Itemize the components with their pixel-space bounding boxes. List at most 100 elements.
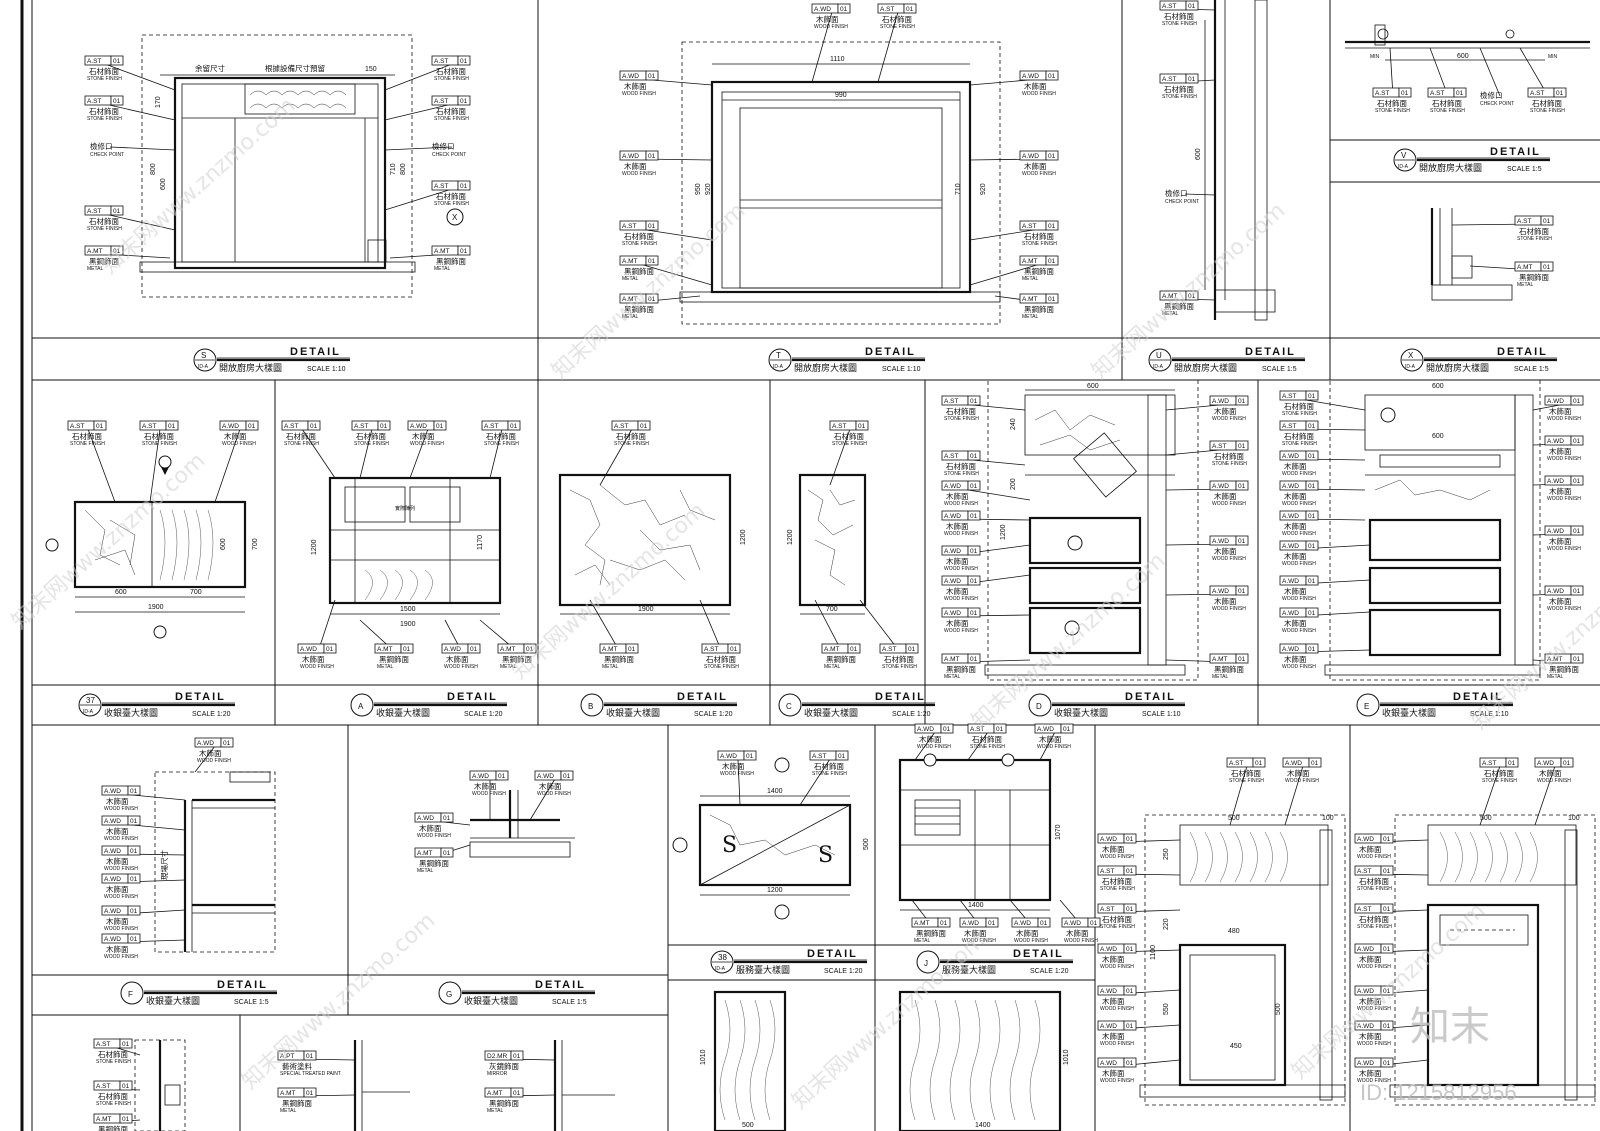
svg-text:A.MT: A.MT xyxy=(622,296,638,303)
svg-text:500: 500 xyxy=(863,838,870,850)
svg-text:01: 01 xyxy=(1573,478,1581,485)
svg-text:A.WD: A.WD xyxy=(1014,920,1031,927)
svg-text:01: 01 xyxy=(970,513,978,520)
svg-text:710: 710 xyxy=(955,183,962,195)
svg-text:01: 01 xyxy=(130,848,138,855)
svg-text:01: 01 xyxy=(1573,588,1581,595)
svg-text:石材飾面: 石材飾面 xyxy=(1519,226,1549,236)
svg-text:1400: 1400 xyxy=(767,788,783,795)
svg-text:STONE FINISH: STONE FINISH xyxy=(1482,778,1517,784)
svg-text:920: 920 xyxy=(980,183,987,195)
svg-text:石材飾面: 石材飾面 xyxy=(1102,876,1132,886)
brand-logo: 知末 xyxy=(1410,1004,1490,1050)
svg-text:STONE FINISH: STONE FINISH xyxy=(1212,461,1247,467)
drawing-id: ID: 1215812956 xyxy=(1360,1080,1517,1105)
svg-text:A.MT: A.MT xyxy=(87,248,103,255)
svg-text:A.WD: A.WD xyxy=(1100,1023,1117,1030)
panel-detail-f: 現場尺寸 xyxy=(154,771,276,953)
svg-text:01: 01 xyxy=(1238,538,1246,545)
svg-text:SCALE 1:20: SCALE 1:20 xyxy=(892,711,931,718)
svg-text:WOOD FINISH: WOOD FINISH xyxy=(537,791,571,797)
svg-text:990: 990 xyxy=(835,92,847,99)
svg-text:石材飾面: 石材飾面 xyxy=(1024,231,1054,241)
svg-text:木飾面: 木飾面 xyxy=(419,823,442,833)
svg-text:木飾面: 木飾面 xyxy=(816,14,839,24)
svg-text:A.WD: A.WD xyxy=(197,740,214,747)
svg-text:收銀臺大樣圖: 收銀臺大樣圖 xyxy=(104,707,158,719)
svg-text:150: 150 xyxy=(365,66,377,73)
svg-text:01: 01 xyxy=(113,248,121,255)
svg-text:METAL: METAL xyxy=(824,664,841,670)
svg-text:木飾面: 木飾面 xyxy=(1102,1031,1125,1041)
svg-text:DETAIL: DETAIL xyxy=(535,979,586,991)
svg-text:A.ST: A.ST xyxy=(96,1083,110,1090)
svg-text:01: 01 xyxy=(1048,153,1056,160)
svg-text:WOOD FINISH: WOOD FINISH xyxy=(944,596,978,602)
svg-text:WOOD FINISH: WOOD FINISH xyxy=(1022,91,1056,97)
svg-text:01: 01 xyxy=(223,740,231,747)
svg-text:01: 01 xyxy=(648,258,656,265)
svg-text:石材飾面: 石材飾面 xyxy=(286,431,316,441)
svg-text:V: V xyxy=(1401,151,1407,160)
svg-text:01: 01 xyxy=(1048,258,1056,265)
svg-text:A.WD: A.WD xyxy=(1282,646,1299,653)
svg-text:01: 01 xyxy=(470,646,478,653)
svg-text:01: 01 xyxy=(1126,906,1134,913)
svg-text:A.WD: A.WD xyxy=(417,815,434,822)
svg-text:A.WD: A.WD xyxy=(944,578,961,585)
svg-text:A.WD: A.WD xyxy=(1357,836,1374,843)
svg-text:A.WD: A.WD xyxy=(1064,920,1081,927)
svg-text:01: 01 xyxy=(1048,73,1056,80)
svg-text:A.WD: A.WD xyxy=(104,848,121,855)
svg-text:500: 500 xyxy=(1228,815,1240,822)
svg-text:01: 01 xyxy=(168,423,176,430)
svg-text:1500: 1500 xyxy=(400,606,416,613)
svg-text:開放廚房大樣圖: 開放廚房大樣圖 xyxy=(219,362,282,374)
svg-text:A.WD: A.WD xyxy=(1282,543,1299,550)
svg-text:木飾面: 木飾面 xyxy=(1287,768,1310,778)
svg-text:A: A xyxy=(358,702,364,711)
svg-text:黑鋼飾面: 黑鋼飾面 xyxy=(604,654,634,664)
svg-text:STONE FINISH: STONE FINISH xyxy=(704,664,739,670)
svg-text:木飾面: 木飾面 xyxy=(1102,954,1125,964)
svg-text:黑鋼飾面: 黑鋼飾面 xyxy=(1519,272,1549,282)
svg-text:A.WD: A.WD xyxy=(1547,528,1564,535)
svg-text:A.WD: A.WD xyxy=(472,773,489,780)
svg-text:STONE FINISH: STONE FINISH xyxy=(96,1101,131,1107)
svg-text:DETAIL: DETAIL xyxy=(1125,691,1176,703)
svg-text:SCALE 1:5: SCALE 1:5 xyxy=(1507,166,1542,173)
svg-text:開放廚房大樣圖: 開放廚房大樣圖 xyxy=(1419,162,1482,174)
svg-text:STONE FINISH: STONE FINISH xyxy=(622,241,657,247)
svg-text:A.WD: A.WD xyxy=(1022,73,1039,80)
svg-text:1010: 1010 xyxy=(1063,1049,1070,1065)
svg-text:WOOD FINISH: WOOD FINISH xyxy=(1357,1006,1391,1012)
svg-text:檢修口: 檢修口 xyxy=(1480,90,1503,100)
svg-text:石材飾面: 石材飾面 xyxy=(98,1049,128,1059)
svg-text:A.WD: A.WD xyxy=(1282,513,1299,520)
svg-text:A.WD: A.WD xyxy=(1282,483,1299,490)
svg-text:1200: 1200 xyxy=(1000,524,1007,540)
svg-text:SCALE 1:5: SCALE 1:5 xyxy=(1514,366,1549,373)
svg-text:01: 01 xyxy=(1556,90,1564,97)
svg-text:A.MT: A.MT xyxy=(1517,264,1533,271)
